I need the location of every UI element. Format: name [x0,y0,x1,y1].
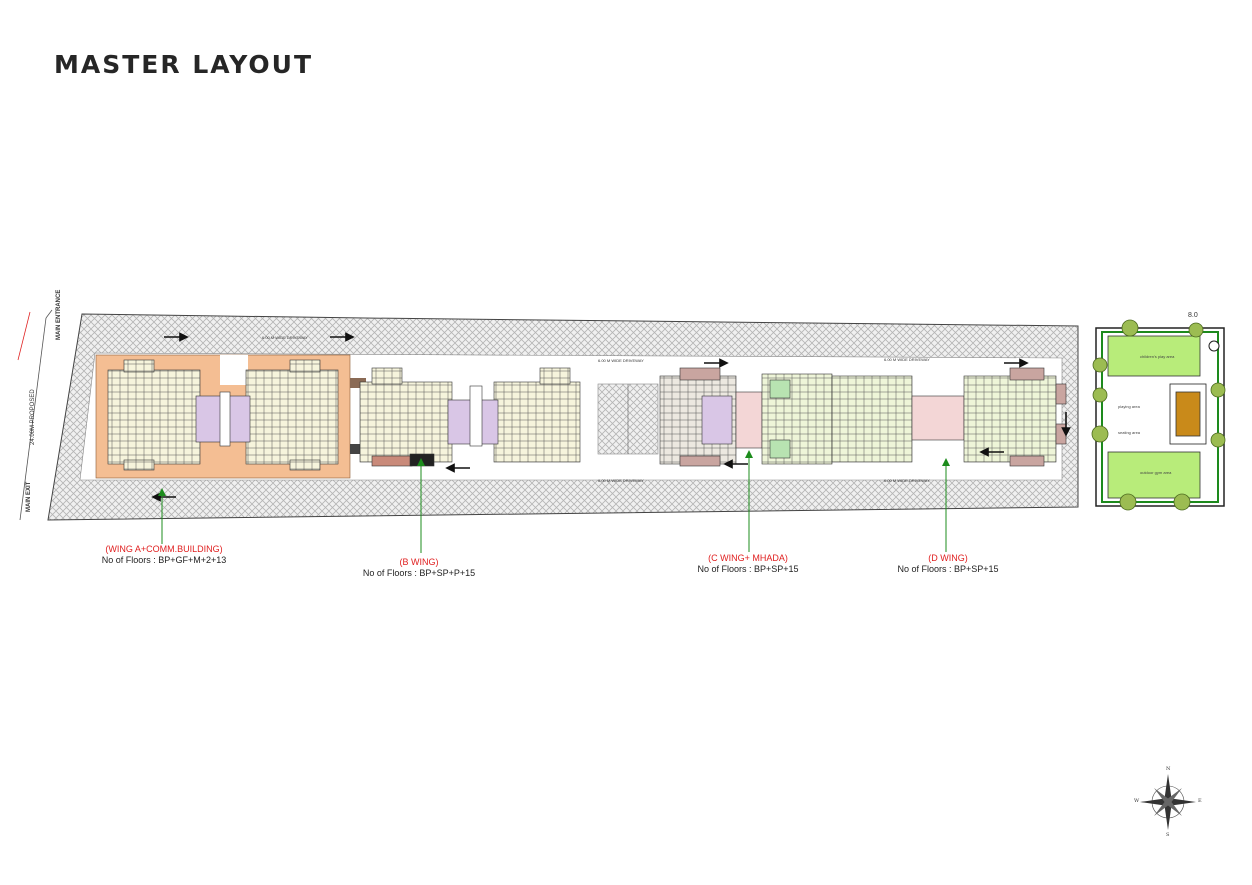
wing-b-leader-arrow [417,458,425,466]
wing-b-name: (B WING) [399,557,439,567]
compass-north: N [1166,766,1171,772]
garden-trees [1091,319,1226,511]
wing-b-label: (B WING) No of Floors : BP+SP+P+15 [299,557,539,579]
garden-seating-area-label: seating area [1118,430,1141,435]
wing-d-name: (D WING) [928,553,968,563]
page-title: MASTER LAYOUT [54,50,314,79]
wing-c-floors: No of Floors : BP+SP+15 [697,564,799,574]
wing-d-leader-arrow [942,458,950,466]
driveway-label-top-right: 6.00 M WIDE DRIVEWAY [884,357,930,362]
wing-c-label: (C WING+ MHADA) No of Floors : BP+SP+15 [628,553,868,575]
wing-c-name: (C WING+ MHADA) [708,553,788,563]
proposed-road-label: 24.00M PROPOSED [30,389,36,445]
garden-top-area-label: children's play area [1140,354,1175,359]
garden-bottom-area-label: outdoor gym area [1140,470,1172,475]
main-exit-label: MAIN EXIT [26,481,32,512]
compass-west: W [1134,798,1140,804]
wing-d-floors: No of Floors : BP+SP+15 [897,564,999,574]
driveway-label-top-left: 6.00 M WIDE DRIVEWAY [262,335,308,340]
wing-b-building [359,367,581,467]
compass-marker [1208,340,1220,352]
road-width-label: 8.0 [1188,312,1198,319]
wing-d-label: (D WING) No of Floors : BP+SP+15 [828,553,1068,575]
driveway-arrows [151,332,1071,502]
wing-b-floors: No of Floors : BP+SP+P+15 [362,568,476,578]
wing-leaders [161,452,947,553]
wing-a-leader-arrow [158,488,166,496]
driveway-label-bottom-mid: 6.00 M WIDE DRIVEWAY [598,478,644,483]
wing-d-building [761,367,1067,467]
driveway-label-bottom-right: 6.00 M WIDE DRIVEWAY [884,478,930,483]
garden [1095,327,1225,507]
compass-east: E [1198,798,1202,804]
wing-a-building [107,359,339,471]
wing-c-leader-arrow [745,450,753,458]
wing-a-name: (WING A+COMM.BUILDING) [105,544,223,554]
driveway-label-top-mid: 6.00 M WIDE DRIVEWAY [598,358,644,363]
wing-a-floors: No of Floors : BP+GF+M+2+13 [101,555,227,565]
compass-rose-icon [1140,774,1196,830]
compass-south: S [1166,832,1170,838]
wing-c-building [659,367,763,467]
wing-a-label: (WING A+COMM.BUILDING) No of Floors : BP… [44,544,284,566]
main-entrance-label: MAIN ENTRANCE [56,289,62,340]
garden-play-area-label: playing area [1118,404,1140,409]
